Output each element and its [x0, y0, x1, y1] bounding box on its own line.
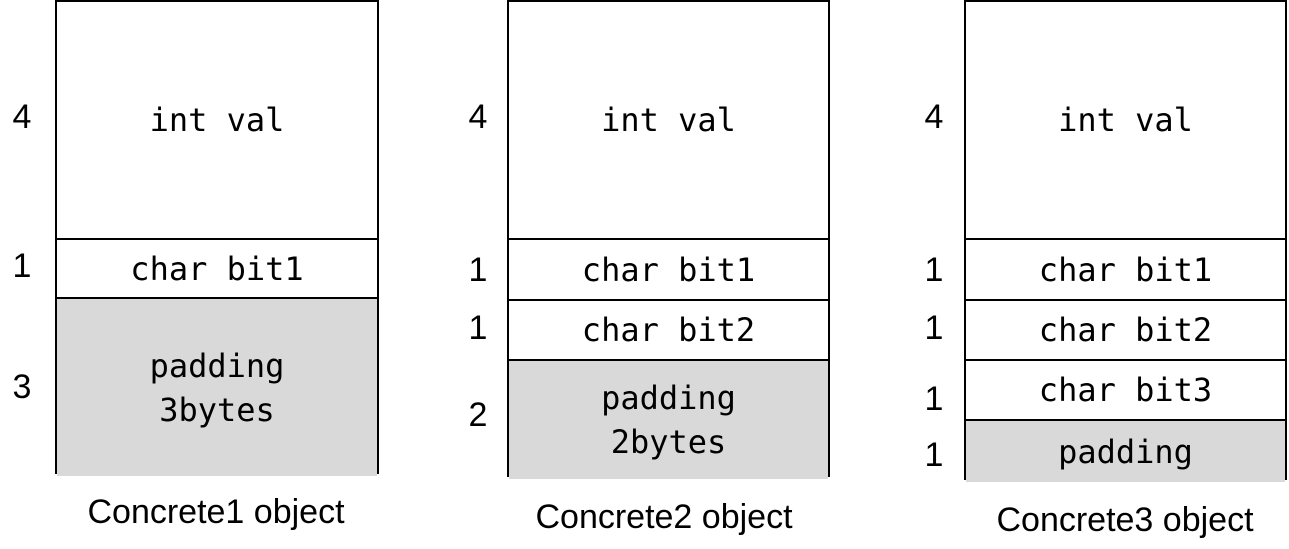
concrete3-field-char-bit3: char bit3	[966, 361, 1285, 421]
concrete2-field-char-bit2: char bit2	[509, 301, 828, 361]
concrete3-field-int-val: int val	[966, 2, 1285, 240]
field-size-label: 1	[468, 251, 488, 289]
concrete3-memory-box: int val char bit1 char bit2 char bit3 paddin…	[964, 0, 1287, 482]
field-label: int val	[601, 101, 736, 139]
field-size-label: 1	[924, 436, 944, 474]
field-size-label: 4	[12, 98, 32, 136]
concrete2-field-int-val: int val	[509, 2, 828, 240]
field-label: char bit2	[581, 311, 756, 349]
field-size-label: 1	[12, 247, 32, 285]
field-label: padding	[1058, 432, 1193, 471]
field-label: char bit3	[1038, 371, 1213, 409]
field-size-label: 1	[468, 309, 488, 347]
field-label: char bit1	[1038, 250, 1213, 289]
field-size-label: 3	[12, 368, 32, 406]
concrete3-field-char-bit2: char bit2	[966, 301, 1285, 361]
field-label: int val	[149, 101, 285, 139]
field-label: int val	[1058, 101, 1193, 139]
concrete2-field-char-bit1: char bit1	[509, 240, 828, 301]
field-size-label: 4	[924, 98, 944, 136]
field-size-label: 1	[924, 309, 944, 347]
concrete1-field-int-val: int val	[57, 2, 377, 240]
field-size-label: 2	[468, 396, 488, 434]
field-size-label: 4	[468, 98, 488, 136]
concrete3-field-char-bit1: char bit1	[966, 240, 1285, 301]
field-label: char bit1	[130, 249, 304, 288]
field-label: char bit1	[581, 250, 756, 289]
concrete1-caption: Concrete1 object	[87, 493, 345, 531]
concrete2-caption: Concrete2 object	[535, 498, 793, 536]
concrete3-field-padding: padding	[966, 421, 1285, 482]
field-size-label: 1	[924, 380, 944, 418]
field-label: char bit2	[1038, 311, 1213, 349]
concrete1-field-char-bit1: char bit1	[57, 240, 377, 299]
field-size-label: 1	[924, 251, 944, 289]
concrete3-caption: Concrete3 object	[996, 501, 1254, 539]
